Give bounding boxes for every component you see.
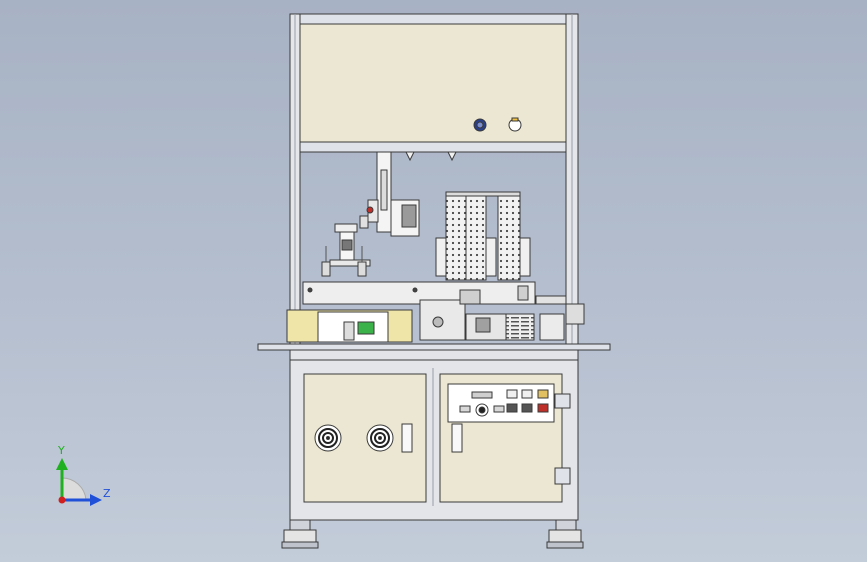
machine-assembly (257, 13, 611, 549)
top-cabinet (289, 13, 579, 153)
z-axis-module (359, 151, 420, 237)
table-top (289, 349, 579, 361)
frame-posts (289, 13, 579, 355)
feeder-racks (435, 191, 531, 281)
coordinate-triad: Y Z (56, 444, 111, 506)
fixture-plate (286, 309, 413, 343)
x-axis-point-icon (58, 496, 66, 504)
y-axis-label: Y (57, 444, 65, 457)
rotary-knob-icon (475, 403, 489, 417)
z-axis-arrow-icon (90, 494, 102, 506)
fan-left-icon (314, 424, 342, 452)
casters (281, 519, 584, 549)
control-panel (447, 383, 555, 423)
cylinder-assembly (321, 223, 371, 277)
indicator-blue-icon (473, 118, 487, 132)
z-axis-label: Z (103, 487, 111, 500)
triad-floor (61, 477, 87, 501)
door-hinges (554, 393, 571, 485)
ceiling-nozzles (405, 151, 457, 162)
indicator-white-icon (508, 117, 522, 132)
door-handle-right (451, 423, 463, 453)
door-handle-left (401, 423, 413, 453)
work-plate (302, 281, 536, 341)
y-axis-arrow-icon (56, 458, 68, 470)
fan-right-icon (366, 424, 394, 452)
motor-blocks (465, 313, 565, 341)
